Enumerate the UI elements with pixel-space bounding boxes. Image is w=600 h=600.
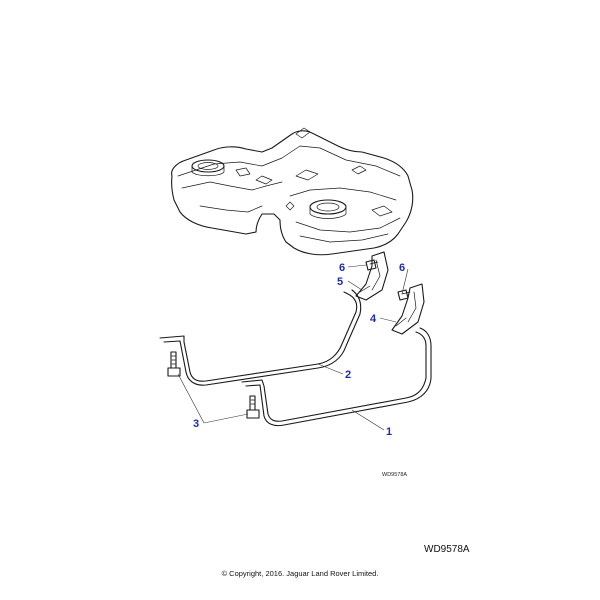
callout-5: 5 xyxy=(337,276,343,288)
bracket-part-4 xyxy=(391,283,425,335)
callout-3: 3 xyxy=(193,418,199,430)
callout-1: 1 xyxy=(386,426,392,438)
callout-6-lower: 6 xyxy=(399,262,405,274)
bolt-part-6b xyxy=(397,289,411,301)
bolt-part-3b xyxy=(246,395,260,419)
strap-part-1 xyxy=(241,327,432,427)
strap-part-2 xyxy=(159,289,362,386)
fuel-tank xyxy=(171,127,414,256)
bolt-part-3a xyxy=(167,351,181,377)
diagram-reference-code: WD9578A xyxy=(424,544,470,555)
callout-2: 2 xyxy=(345,369,351,381)
bolt-part-6a xyxy=(365,259,379,271)
bracket-part-5 xyxy=(355,251,389,301)
copyright-notice: © Copyright, 2016. Jaguar Land Rover Lim… xyxy=(221,569,379,578)
figure-reference-small: WD9578A xyxy=(382,472,407,478)
callout-6-upper: 6 xyxy=(339,262,345,274)
leader-lines xyxy=(177,264,409,431)
callout-4: 4 xyxy=(370,313,377,325)
